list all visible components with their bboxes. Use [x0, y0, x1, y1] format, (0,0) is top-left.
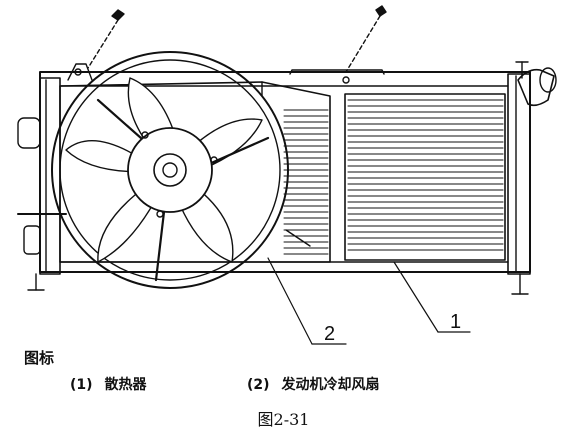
legend-item-fan: (2) 发动机冷却风扇: [247, 374, 380, 394]
callout-2-label: 2: [324, 323, 335, 345]
radiator-fins: [347, 99, 504, 251]
radiator: [17, 61, 557, 295]
fan-shroud: [59, 81, 331, 263]
legend-item-number: (2): [247, 377, 270, 393]
callout-1-label: 1: [450, 311, 461, 333]
callout-1: 1: [393, 261, 471, 333]
cooling-fan: [51, 51, 289, 289]
legend-title: 图标: [24, 349, 55, 367]
shroud-grille: [283, 109, 329, 255]
legend-item-text: 散热器: [104, 377, 147, 393]
legend-item-text: 发动机冷却风扇: [281, 377, 380, 393]
legend-item-radiator: (1) 散热器: [70, 374, 147, 394]
radiator-fan-illustration: 1 2: [17, 5, 557, 345]
legend-item-number: (1): [70, 377, 93, 393]
callout-2: 2: [267, 257, 347, 345]
figure-caption: 图2-31: [257, 410, 310, 429]
mounting-screw-left: [87, 9, 125, 69]
mounting-screw-right: [345, 5, 387, 73]
